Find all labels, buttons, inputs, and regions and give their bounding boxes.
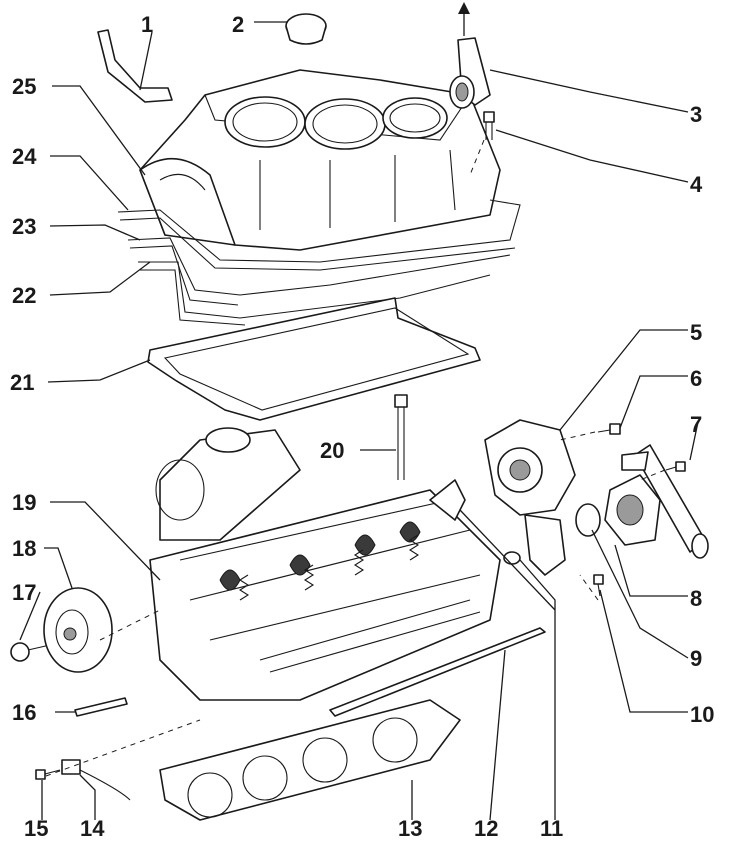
valve-cover: [139, 69, 501, 251]
callout-6: 6: [690, 366, 702, 391]
callout-12: 12: [474, 816, 498, 841]
callout-15: 15: [24, 816, 48, 841]
vacuum-pump: [484, 419, 576, 576]
coolant-flange: [604, 444, 709, 559]
callout-1: 1: [141, 12, 153, 37]
valve-springs: [238, 534, 420, 601]
glow-plug-rod: [329, 627, 546, 717]
callout-8: 8: [690, 586, 702, 611]
callout-11: 11: [540, 816, 563, 841]
callout-7: 7: [690, 412, 702, 437]
callout-18: 18: [12, 536, 36, 561]
oil-filler-cap: [285, 13, 327, 45]
callout-25: 25: [12, 74, 36, 99]
flange-bolt: [665, 461, 686, 472]
cover-bolt: [483, 111, 495, 140]
cylinder-head: [149, 427, 501, 701]
head-gasket: [159, 699, 461, 821]
flange-seal: [575, 503, 601, 537]
callout-24: 24: [12, 144, 37, 169]
callout-5: 5: [690, 320, 702, 345]
camshaft-sprocket: [43, 587, 113, 673]
breather-hose-with-seal: [449, 2, 491, 109]
stud: [74, 697, 128, 717]
head-bolt: [394, 394, 408, 480]
callout-labels: 1 2 3 4 5 6 7 8 9 10 11 12 13 14 15 16 1…: [10, 12, 714, 841]
pump-gasket: [429, 479, 466, 521]
callout-16: 16: [12, 700, 36, 725]
callout-3: 3: [690, 102, 702, 127]
callout-22: 22: [12, 283, 36, 308]
pulley-bolt: [10, 642, 51, 662]
crankcase-vent-hose: [97, 29, 173, 103]
assembly-lines: [45, 139, 666, 777]
callout-20: 20: [320, 438, 344, 463]
callout-10: 10: [690, 702, 714, 727]
pump-bolt: [597, 423, 621, 435]
callout-17: 17: [12, 580, 36, 605]
valve-cover-gasket: [147, 297, 481, 421]
callout-14: 14: [80, 816, 105, 841]
breather-hoses: [117, 199, 521, 326]
callout-13: 13: [398, 816, 422, 841]
flange-mount-bolt: [593, 574, 604, 597]
callout-23: 23: [12, 214, 36, 239]
callout-21: 21: [10, 370, 34, 395]
callout-19: 19: [12, 490, 36, 515]
sensor-bolt: [35, 769, 61, 780]
temperature-sensor: [61, 759, 131, 801]
callout-4: 4: [690, 172, 703, 197]
callout-9: 9: [690, 646, 702, 671]
callout-2: 2: [232, 12, 244, 37]
leader-lines: [19, 21, 699, 821]
